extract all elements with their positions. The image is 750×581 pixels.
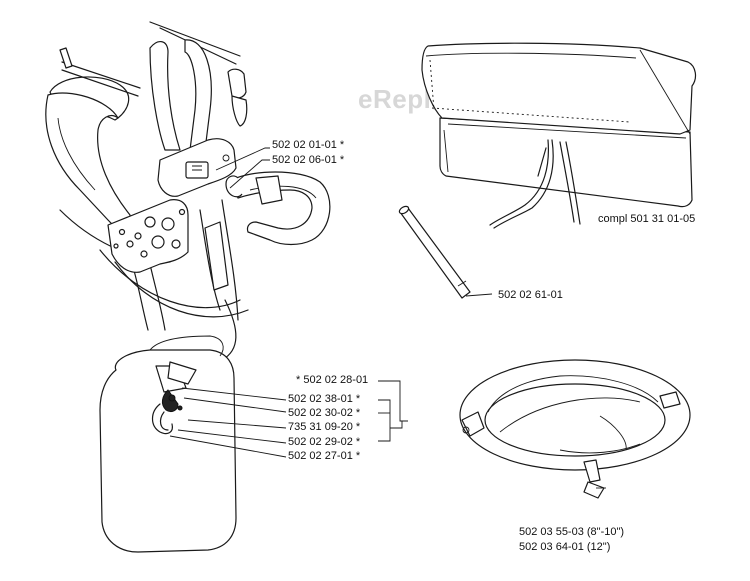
part-mark: * bbox=[355, 450, 361, 462]
part-mark: * bbox=[339, 139, 345, 151]
part-mark: * bbox=[355, 393, 361, 405]
harness-leaders bbox=[215, 147, 270, 189]
part-number: 735 31 09-20 bbox=[288, 421, 353, 433]
part-number: 502 02 30-02 bbox=[288, 407, 353, 419]
hip-part-label: 502 02 30-02 * bbox=[288, 407, 360, 420]
part-number: 502 02 06-01 bbox=[272, 154, 337, 166]
rod-illustration bbox=[398, 205, 493, 299]
hip-part-label: 502 02 29-02 * bbox=[288, 436, 360, 449]
hip-leaders bbox=[169, 380, 408, 458]
part-mark: * bbox=[296, 374, 301, 386]
part-number: 502 02 01-01 bbox=[272, 139, 337, 151]
hip-part-label: * 502 02 28-01 bbox=[296, 374, 368, 387]
guard-part-label: 502 03 55-03 (8"-10") bbox=[519, 526, 625, 538]
guard-part-label: 502 03 64-01 (12") bbox=[519, 541, 611, 553]
part-mark: * bbox=[355, 436, 361, 448]
hip-part-label: 502 02 38-01 * bbox=[288, 393, 360, 406]
part-mark: * bbox=[355, 407, 361, 419]
guard-ring-illustration bbox=[459, 359, 691, 499]
tool-bag-illustration bbox=[421, 42, 697, 229]
part-number: 502 02 29-02 bbox=[288, 436, 353, 448]
harness-part-label: 502 02 06-01 * bbox=[272, 154, 344, 167]
harness-illustration bbox=[45, 21, 331, 361]
part-number: 502 02 28-01 bbox=[303, 374, 369, 386]
part-mark: * bbox=[355, 421, 361, 433]
part-mark: * bbox=[339, 154, 345, 166]
part-number: 502 02 38-01 bbox=[288, 393, 353, 405]
hip-part-label: 502 02 27-01 * bbox=[288, 450, 360, 463]
harness-part-label: 502 02 01-01 * bbox=[272, 139, 344, 152]
rod-part-label: 502 02 61-01 bbox=[498, 289, 563, 301]
part-number: 502 02 27-01 bbox=[288, 450, 353, 462]
hip-part-label: 735 31 09-20 * bbox=[288, 421, 360, 434]
bag-part-label: compl 501 31 01-05 bbox=[598, 213, 696, 225]
